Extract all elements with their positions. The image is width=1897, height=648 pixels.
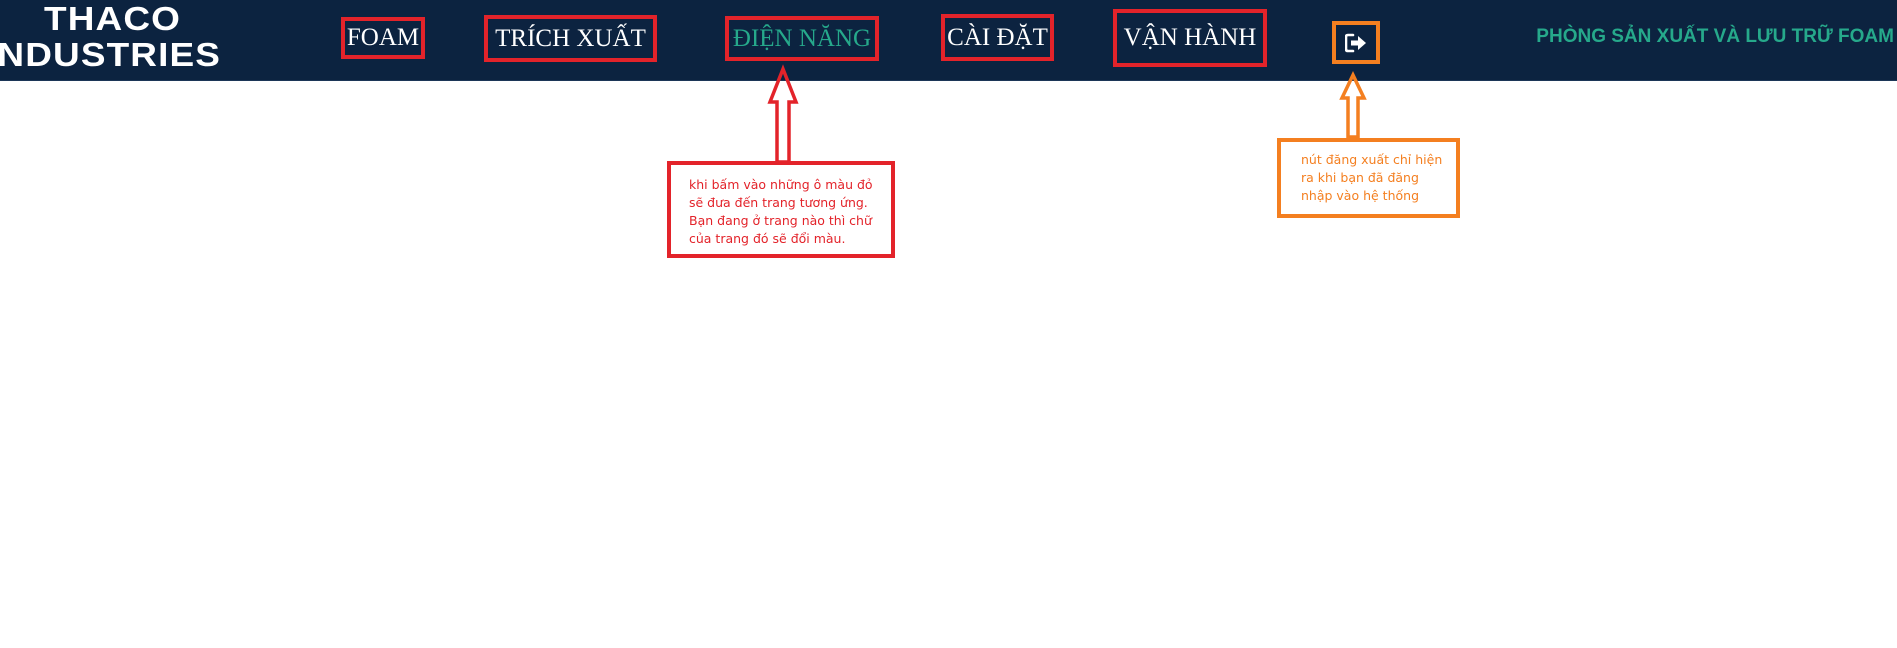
nav-item-van-hanh[interactable]: VẬN HÀNH: [1113, 9, 1267, 67]
logout-annotation-arrow: [1339, 70, 1367, 139]
nav-item-label: ĐIỆN NĂNG: [732, 24, 872, 52]
logo-text-line2: INDUSTRIES: [0, 36, 222, 73]
site-title: PHÒNG SẢN XUẤT VÀ LƯU TRỮ FOAM: [1536, 26, 1894, 47]
nav-item-trich-xuat[interactable]: TRÍCH XUẤT: [484, 15, 657, 62]
sign-out-icon: [1345, 33, 1367, 53]
navbar: THACO INDUSTRIES FOAM TRÍCH XUẤT ĐIỆN NĂ…: [0, 0, 1897, 81]
brand-logo[interactable]: THACO INDUSTRIES: [0, 0, 260, 80]
nav-item-label: VẬN HÀNH: [1123, 24, 1257, 51]
nav-item-label: TRÍCH XUẤT: [495, 24, 646, 52]
nav-item-cai-dat[interactable]: CÀI ĐẶT: [941, 14, 1054, 61]
logout-button[interactable]: [1332, 21, 1380, 64]
logo-text-line1: THACO: [44, 0, 182, 37]
nav-annotation-arrow: [767, 64, 799, 164]
nav-item-dien-nang[interactable]: ĐIỆN NĂNG: [725, 16, 879, 61]
nav-item-foam[interactable]: FOAM: [341, 17, 425, 59]
nav-item-label: CÀI ĐẶT: [947, 23, 1048, 51]
nav-annotation-note: khi bấm vào những ô màu đỏ sẽ đưa đến tr…: [667, 161, 895, 258]
nav-item-label: FOAM: [346, 24, 420, 51]
logout-annotation-note: nút đăng xuất chỉ hiện ra khi bạn đã đăn…: [1277, 138, 1460, 218]
